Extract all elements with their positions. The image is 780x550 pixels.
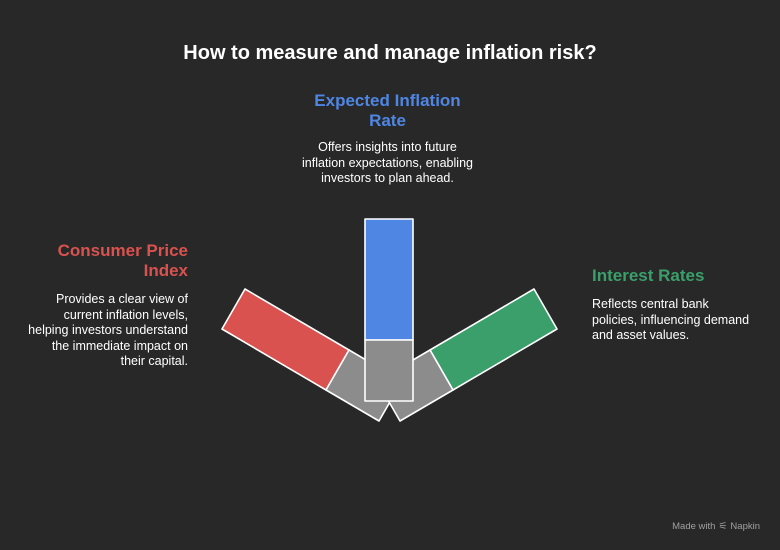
expected-inflation-heading: Expected Inflation Rate	[314, 91, 461, 130]
consumer-price-index-heading: Consumer Price Index	[57, 241, 188, 280]
cpi-bar-segment	[221, 288, 350, 391]
brand-label: Napkin	[730, 521, 760, 532]
made-with-label: Made with	[672, 521, 716, 532]
interest-bar-segment	[429, 288, 558, 391]
interest-rates-description: Reflects central bank policies, influenc…	[592, 297, 750, 342]
diagram-title: How to measure and manage inflation risk…	[183, 42, 597, 64]
consumer-price-index-description: Provides a clear view of current inflati…	[28, 292, 188, 368]
expected-bar-segment	[364, 218, 414, 341]
expected-connector-segment	[364, 339, 414, 402]
expected-inflation-description: Offers insights into future inflation ex…	[302, 140, 473, 185]
napkin-logo-icon: ⚟	[718, 521, 728, 532]
footer-attribution: Made with ⚟ Napkin	[672, 521, 760, 532]
interest-rates-heading: Interest Rates	[592, 266, 705, 285]
